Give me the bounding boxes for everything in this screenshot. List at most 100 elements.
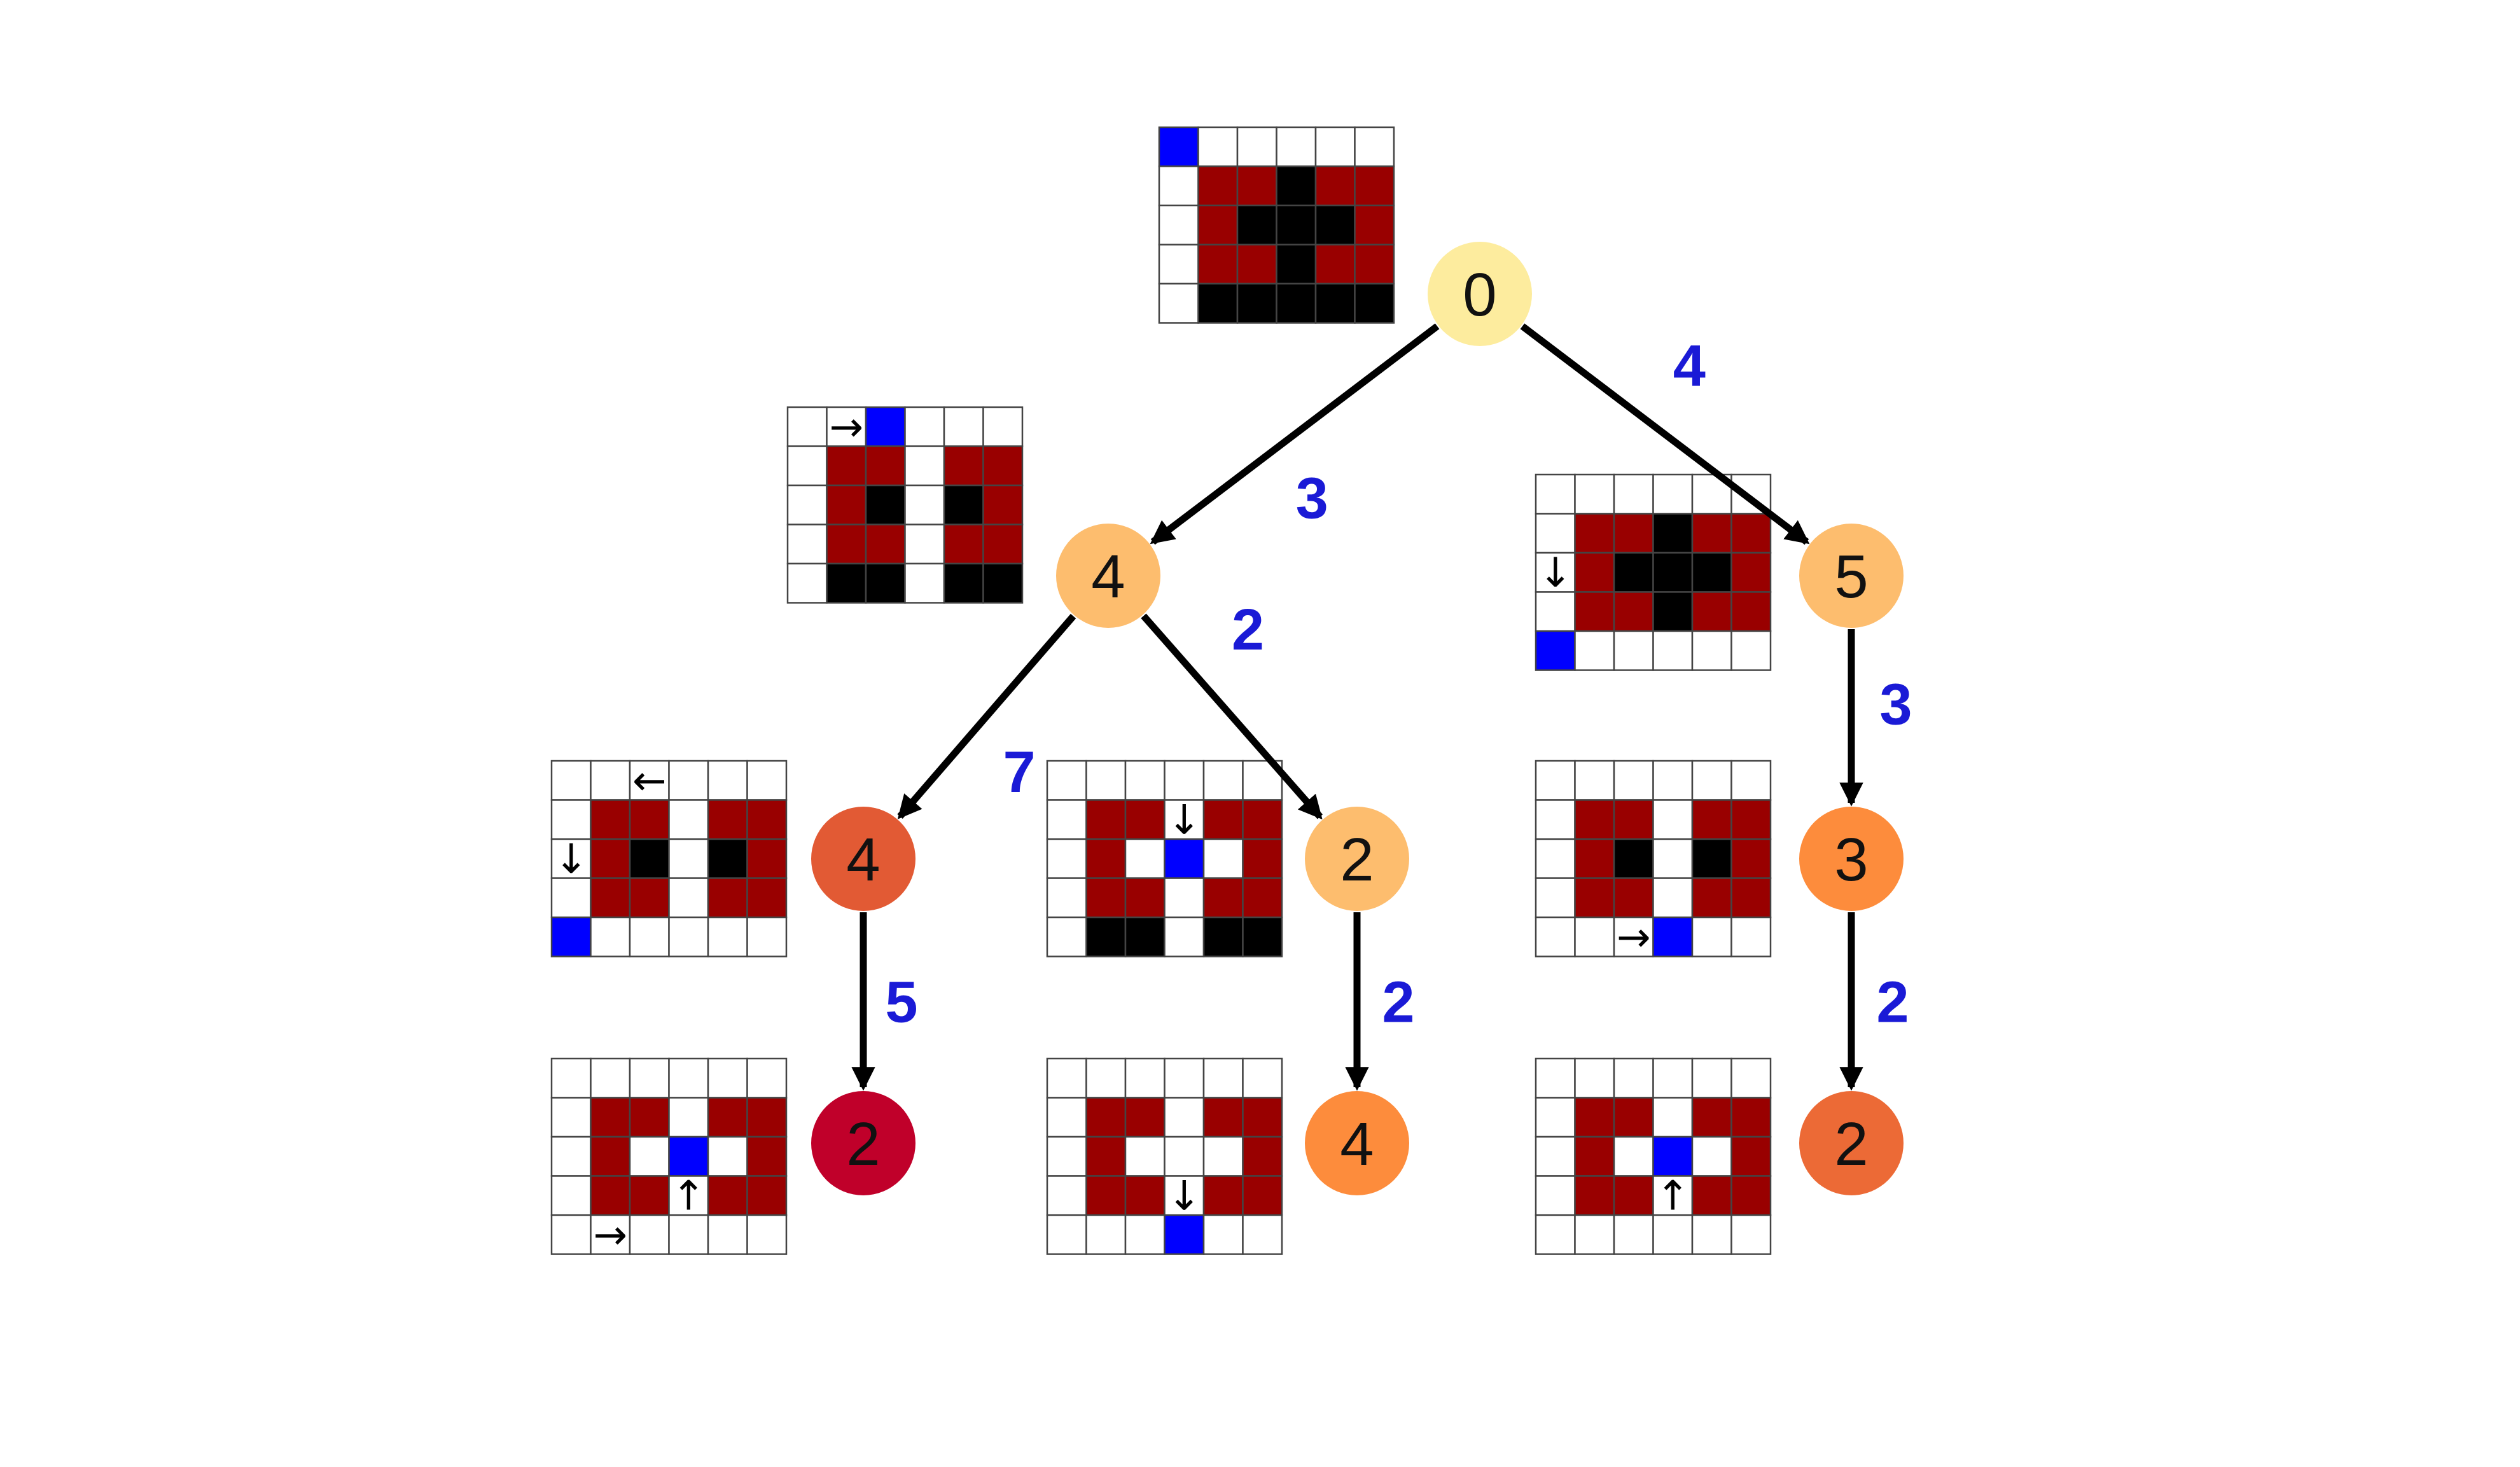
grid-cell	[1242, 838, 1283, 879]
grid-cell	[1691, 916, 1732, 957]
grid-cell	[1197, 244, 1239, 285]
edge-n1-n4	[1141, 613, 1323, 820]
grid-cell	[1613, 877, 1654, 919]
grid-cell	[1242, 799, 1283, 840]
grid-cell	[982, 406, 1024, 447]
node-label: 0	[1463, 261, 1496, 329]
grid-cell	[1046, 1097, 1087, 1138]
grid-cell	[1276, 204, 1317, 246]
grid-cell	[1613, 838, 1654, 879]
grid-cell	[982, 562, 1024, 604]
grid-cell	[746, 916, 788, 957]
grid-cell	[1613, 799, 1654, 840]
grid-cell	[1574, 1214, 1615, 1255]
grid-cell	[1354, 282, 1395, 324]
grid-cell	[1046, 916, 1087, 957]
grid-cell	[1276, 244, 1317, 285]
grid-cell	[1613, 591, 1654, 632]
grid-cell	[1613, 916, 1654, 957]
grid-cell	[1730, 877, 1772, 919]
grid-cell	[1691, 1097, 1732, 1138]
grid-cell	[904, 406, 945, 447]
grid-cell	[1574, 552, 1615, 593]
grid-cell	[590, 838, 631, 879]
grid-cell	[1652, 760, 1694, 801]
grid-cell	[1691, 552, 1732, 593]
grid-cell	[1730, 760, 1772, 801]
grid-cell	[1574, 473, 1615, 515]
grid-cell	[746, 1175, 788, 1216]
grid-cell	[1535, 1214, 1576, 1255]
grid-cell	[904, 524, 945, 565]
edge-n1-n3	[897, 613, 1076, 819]
grid-cell	[1613, 1175, 1654, 1216]
grid-cell	[1691, 1057, 1732, 1099]
grid-cell	[1535, 1175, 1576, 1216]
grid-cell	[1085, 916, 1127, 957]
grid-cell	[1730, 838, 1772, 879]
grid-cell	[826, 562, 867, 604]
grid-cell	[982, 445, 1024, 487]
agent-cell	[550, 916, 592, 957]
grid-cell	[1085, 760, 1127, 801]
grid-cell	[1158, 204, 1199, 246]
grid-cell	[1197, 204, 1239, 246]
grid-cell	[904, 445, 945, 487]
grid-cell	[1613, 1097, 1654, 1138]
grid-cell	[707, 1057, 748, 1099]
move-arrow-icon: ↓	[554, 836, 588, 883]
grid-cell	[1164, 1057, 1205, 1099]
grid-cell	[1354, 165, 1395, 207]
grid-cell	[1574, 513, 1615, 554]
grid-cell	[1652, 1057, 1694, 1099]
grid-cell	[1535, 473, 1576, 515]
grid-cell	[1124, 1097, 1166, 1138]
grid-cell	[1242, 1057, 1283, 1099]
grid-cell	[1085, 1097, 1127, 1138]
grid-cell	[1535, 513, 1576, 554]
grid-cell	[1124, 838, 1166, 879]
grid-cell	[1242, 877, 1283, 919]
grid-cell	[629, 1057, 670, 1099]
grid-cell	[1242, 1175, 1283, 1216]
grid-cell	[1691, 513, 1732, 554]
grid-cell	[1158, 282, 1199, 324]
grid-cell	[550, 799, 592, 840]
grid-cell	[707, 1214, 748, 1255]
grid-cell	[746, 838, 788, 879]
grid-cell	[1652, 591, 1694, 632]
grid-cell	[1085, 1057, 1127, 1099]
grid-cell	[1046, 1175, 1087, 1216]
state-grid-g6: ↑→	[550, 1057, 788, 1259]
grid-cell	[786, 406, 828, 447]
grid-cell	[1164, 1175, 1205, 1216]
grid-cell	[550, 1057, 592, 1099]
grid-cell	[1574, 760, 1615, 801]
grid-cell	[1236, 244, 1277, 285]
grid-cell	[943, 445, 984, 487]
grid-cell	[590, 760, 631, 801]
move-arrow-icon: →	[1617, 914, 1651, 961]
node-label: 4	[1091, 543, 1125, 611]
grid-cell	[707, 916, 748, 957]
grid-cell	[1652, 552, 1694, 593]
grid-cell	[1202, 799, 1244, 840]
node-circle	[1799, 807, 1904, 911]
agent-cell	[865, 406, 906, 447]
grid-cell	[1202, 1136, 1244, 1177]
grid-cell	[1613, 1136, 1654, 1177]
grid-cell	[1535, 916, 1576, 957]
grid-cell	[943, 406, 984, 447]
grid-cell	[1613, 513, 1654, 554]
node-label: 5	[1834, 543, 1868, 611]
grid-cell	[1535, 591, 1576, 632]
grid-cell	[1046, 799, 1087, 840]
grid-cell	[1730, 1136, 1772, 1177]
grid-cell	[1613, 1214, 1654, 1255]
move-arrow-icon: ↓	[1167, 796, 1201, 844]
grid-cell	[1314, 126, 1356, 167]
grid-cell	[1574, 1175, 1615, 1216]
grid-cell	[786, 445, 828, 487]
grid-cell	[1730, 630, 1772, 671]
grid-cell	[1242, 1214, 1283, 1255]
